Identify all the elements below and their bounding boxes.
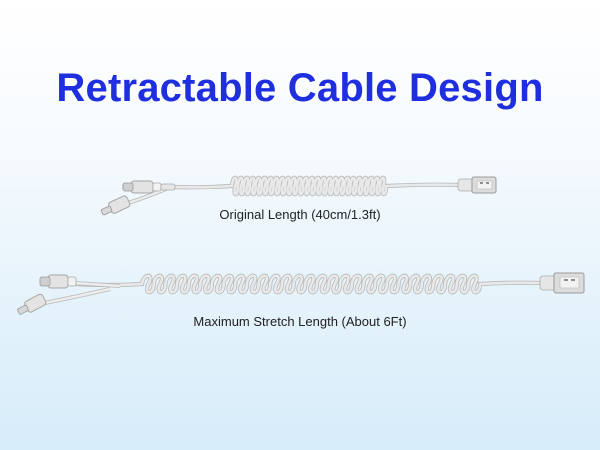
cable-coils bbox=[169, 175, 463, 197]
cable-coils bbox=[73, 273, 545, 295]
usb-a-connector-icon bbox=[457, 176, 497, 194]
headline: Retractable Cable Design bbox=[56, 66, 544, 110]
cable-coil-body bbox=[74, 274, 544, 294]
coiled-cable-original-image bbox=[100, 175, 497, 216]
usb-c-lightning-connector-icon bbox=[17, 274, 121, 315]
cable-coil-body bbox=[170, 176, 462, 196]
usb-c-lightning-connector-icon bbox=[100, 180, 176, 216]
coiled-cable-stretched-image bbox=[17, 272, 585, 315]
caption-maximum-stretch-length: Maximum Stretch Length (About 6Ft) bbox=[193, 314, 407, 329]
caption-original-length: Original Length (40cm/1.3ft) bbox=[219, 207, 381, 222]
usb-a-connector-icon bbox=[539, 272, 585, 294]
